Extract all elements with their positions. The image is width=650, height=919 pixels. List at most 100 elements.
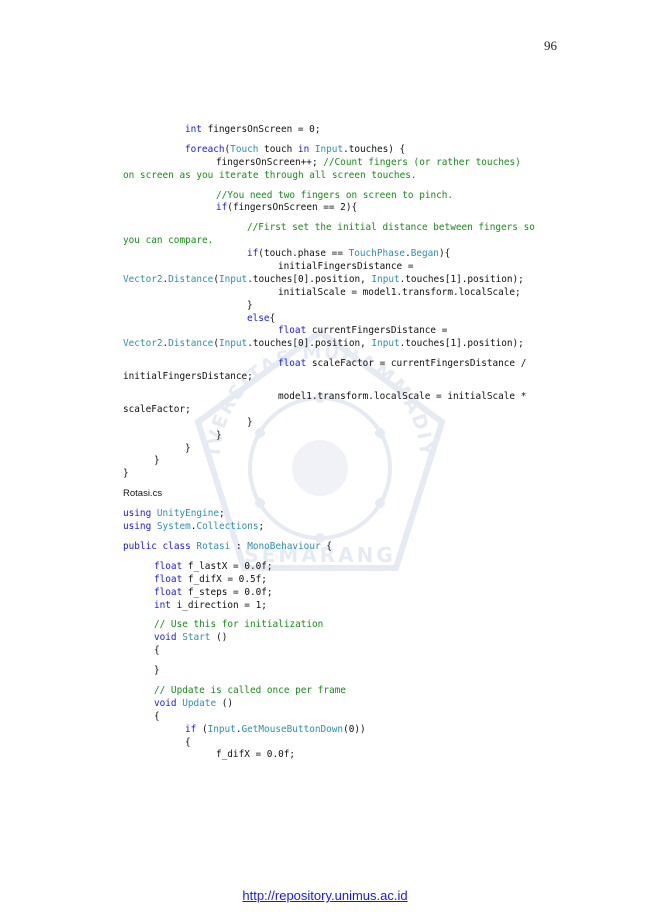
code-token: f_difX = 0.5f; xyxy=(182,573,267,585)
keyword-token: if xyxy=(216,202,228,214)
type-token: GetMouseButtonDown xyxy=(241,723,344,735)
code-line: } xyxy=(123,300,563,313)
keyword-token: if xyxy=(247,248,259,260)
keyword-token: float xyxy=(278,358,307,370)
code-line: //You need two fingers on screen to pinc… xyxy=(123,190,563,203)
code-token: Rotasi.cs xyxy=(123,488,163,500)
keyword-token: float xyxy=(154,573,183,585)
code-line: // Update is called once per frame xyxy=(123,685,563,698)
blank-line xyxy=(123,351,563,358)
code-line: { xyxy=(123,711,563,724)
code-token: .touches[1].position); xyxy=(399,273,524,285)
code-token: fingersOnScreen = 0; xyxy=(201,124,321,135)
code-token: } xyxy=(154,665,160,677)
code-line: Vector2.Distance(Input.touches[0].positi… xyxy=(123,338,563,351)
code-token: fingersOnScreen++; xyxy=(216,156,324,168)
comment-token: //Count fingers (or rather touches) xyxy=(323,156,521,168)
code-token: .touches[0].position, xyxy=(247,338,372,350)
blank-line xyxy=(123,534,563,541)
type-token: System xyxy=(156,521,191,533)
code-token: . xyxy=(162,273,169,285)
code-line: scaleFactor; xyxy=(123,404,563,417)
code-line: Vector2.Distance(Input.touches[0].positi… xyxy=(123,274,563,287)
type-token: Input xyxy=(218,273,248,285)
code-token: initialFingersDistance; xyxy=(123,371,253,383)
code-line: { xyxy=(123,645,563,658)
keyword-token: int xyxy=(185,124,202,135)
repository-link[interactable]: http://repository.unimus.ac.id xyxy=(242,888,408,903)
type-token: Touch xyxy=(230,143,259,155)
code-token: . xyxy=(162,338,169,350)
code-token: touch xyxy=(258,143,298,155)
code-token: { xyxy=(154,645,160,657)
code-token: } xyxy=(247,299,253,311)
code-line: if (Input.GetMouseButtonDown(0)) xyxy=(123,724,563,737)
code-line: you can compare. xyxy=(123,235,563,248)
code-token: ( xyxy=(213,273,219,285)
keyword-token: public xyxy=(123,540,157,552)
code-line: void Update () xyxy=(123,698,563,711)
code-line: // Use this for initialization xyxy=(123,619,563,632)
blank-line xyxy=(123,481,563,488)
type-token: Distance xyxy=(168,273,214,285)
code-token: { xyxy=(185,736,191,748)
code-line: } xyxy=(123,430,563,443)
keyword-token: float xyxy=(154,586,183,598)
type-token: Start xyxy=(182,632,211,644)
blank-line xyxy=(123,183,563,190)
code-line: if(touch.phase == TouchPhase.Began){ xyxy=(123,248,563,261)
code-token: { xyxy=(154,710,160,722)
code-token: ; xyxy=(218,508,225,520)
code-token: ; xyxy=(258,521,265,533)
code-line: } xyxy=(123,455,563,468)
code-token: } xyxy=(216,429,222,441)
comment-token: // Update is called once per frame xyxy=(154,684,346,696)
type-token: UnityEngine xyxy=(156,508,219,520)
code-line: on screen as you iterate through all scr… xyxy=(123,170,563,183)
blank-line xyxy=(123,554,563,561)
page-number: 96 xyxy=(544,38,557,53)
keyword-token: int xyxy=(154,599,171,611)
code-token: (fingersOnScreen == 2){ xyxy=(227,202,358,214)
keyword-token: void xyxy=(154,697,177,709)
code-line: float currentFingersDistance = xyxy=(123,325,563,338)
blank-line xyxy=(123,678,563,685)
type-token: Vector2 xyxy=(123,273,163,285)
keyword-token: foreach xyxy=(185,143,225,155)
code-token: () xyxy=(216,697,234,709)
blank-line xyxy=(123,215,563,222)
code-line: int i_direction = 1; xyxy=(123,600,563,613)
code-token: ){ xyxy=(438,248,451,260)
type-token: TouchPhase xyxy=(348,248,406,260)
code-token: currentFingersDistance = xyxy=(306,325,448,337)
code-token: { xyxy=(269,312,276,324)
code-token: .touches[0].position, xyxy=(247,273,372,285)
comment-token: you can compare. xyxy=(123,235,214,247)
type-token: Input xyxy=(218,338,248,350)
type-token: Update xyxy=(182,697,217,709)
keyword-token: using xyxy=(123,521,152,533)
code-token: ( xyxy=(196,723,208,735)
code-line: float f_difX = 0.5f; xyxy=(123,574,563,587)
comment-token: on screen as you iterate through all scr… xyxy=(123,169,417,181)
code-token: . xyxy=(235,723,242,735)
code-token: } xyxy=(154,455,160,467)
code-line: } xyxy=(123,665,563,678)
code-token: (0)) xyxy=(343,723,366,735)
code-token: initialScale = model1.transform.localSca… xyxy=(278,286,521,298)
code-line: public class Rotasi : MonoBehaviour { xyxy=(123,541,563,554)
blank-line xyxy=(123,612,563,619)
code-token: f_lastX = 0.0f; xyxy=(182,560,273,572)
code-token: } xyxy=(247,416,253,428)
keyword-token: using xyxy=(123,508,152,520)
code-token: } xyxy=(185,442,191,454)
code-token: i_direction = 1; xyxy=(170,599,267,611)
comment-token: //You need two fingers on screen to pinc… xyxy=(216,189,454,201)
code-token: f_steps = 0.0f; xyxy=(182,586,273,598)
code-line: initialFingersDistance = xyxy=(123,261,563,274)
comment-token: //First set the initial distance between… xyxy=(247,222,535,234)
code-token: } xyxy=(123,468,129,480)
code-line: f_difX = 0.0f; xyxy=(123,749,563,762)
blank-line xyxy=(123,384,563,391)
type-token: Input xyxy=(314,143,344,155)
